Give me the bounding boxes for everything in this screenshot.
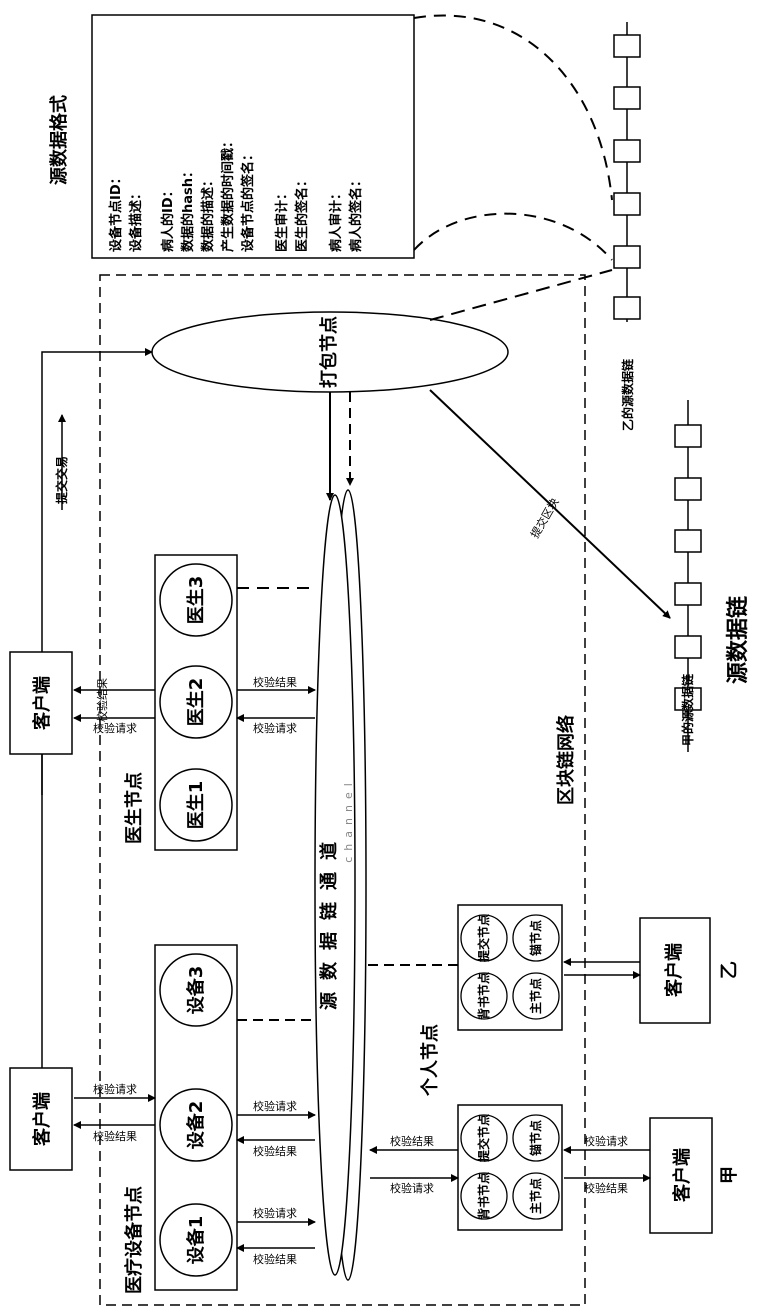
source-format-box: 源数据格式 设备节点ID： 设备描述： 病人的ID： 数据的hash： 数据的描… — [48, 15, 414, 258]
device-3-label: 设备3 — [185, 966, 207, 1015]
personal-group-yi: 提交节点 背书节点 锚节点 主节点 — [458, 905, 562, 1030]
personal-jia-result-label: 校验结果 — [390, 1134, 434, 1148]
format-line: 医生审计： — [274, 187, 290, 252]
device-1-label: 设备1 — [185, 1216, 207, 1265]
format-line: 病人审计： — [328, 187, 344, 252]
format-line: 设备描述： — [128, 187, 144, 252]
doctor-group-title: 医生节点 — [123, 772, 145, 844]
endorse-node-label: 背书节点 — [476, 1172, 491, 1220]
doctor-client-request-text: 校验请求 — [93, 721, 137, 735]
source-chain-title: 源数据链 — [725, 596, 751, 684]
doctor-channel-result-label: 校验结果 — [253, 675, 297, 689]
device-group-title: 医疗设备节点 — [123, 1186, 145, 1294]
device-client-request-label: 校验请求 — [93, 1082, 137, 1096]
format-line: 病人的ID： — [160, 184, 176, 252]
doctor-1-label: 医生1 — [185, 781, 207, 830]
format-link-curve — [414, 15, 612, 200]
format-line: 病人的签名： — [348, 174, 364, 252]
doctor-group: 医生节点 医生3 医生2 医生1 — [123, 555, 237, 850]
client-yi-owner: 乙 — [719, 961, 740, 979]
channel-sub: channel — [342, 777, 355, 863]
client-yi-label: 客户端 — [663, 943, 685, 997]
device1-channel-request-label: 校验请求 — [253, 1206, 297, 1220]
format-line: 设备节点的签名： — [240, 148, 256, 252]
client-jia-result-label: 校验结果 — [584, 1181, 628, 1195]
submit-node-label: 提交节点 — [476, 1114, 491, 1162]
main-node-label: 主节点 — [528, 978, 543, 1014]
format-line: 医生的签名： — [294, 174, 310, 252]
format-line: 数据的描述： — [200, 174, 216, 252]
client-jia[interactable]: 客户端 — [650, 1118, 712, 1233]
doctor-client-result-label: 校验结果 — [95, 678, 109, 722]
network-label: 区块链网络 — [555, 715, 577, 805]
format-line: 产生数据的时间戳： — [220, 135, 236, 252]
format-line: 设备节点ID： — [108, 171, 124, 252]
submit-block-label: 提交区块 — [527, 495, 561, 540]
device-client-result-label: 校验结果 — [93, 1129, 137, 1143]
chain-yi: 乙的源数据链 — [614, 22, 640, 431]
source-format-title: 源数据格式 — [48, 95, 70, 185]
client-device[interactable]: 客户端 — [10, 1068, 72, 1170]
format-link-curve — [414, 214, 612, 260]
personal-title: 个人节点 — [419, 1024, 441, 1097]
anchor-node-label: 锚节点 — [528, 920, 543, 956]
endorse-node-label: 背书节点 — [476, 972, 491, 1020]
submit-node-label: 提交节点 — [476, 914, 491, 962]
personal-group-jia: 提交节点 背书节点 锚节点 主节点 — [458, 1105, 562, 1230]
client-jia-owner: 甲 — [719, 1166, 740, 1184]
main-node-label: 主节点 — [528, 1178, 543, 1214]
submit-tx-label: 提交交易 — [54, 456, 69, 504]
chain-jia: 甲的源数据链 — [675, 400, 701, 752]
doctor-3-label: 医生3 — [185, 576, 207, 625]
doctor-channel-request-label: 校验请求 — [253, 721, 297, 735]
chain-yi-label: 乙的源数据链 — [620, 358, 635, 431]
personal-jia-request-label: 校验请求 — [390, 1181, 434, 1195]
doctor-2-label: 医生2 — [185, 678, 207, 727]
client-jia-request-label: 校验请求 — [584, 1134, 628, 1148]
device-group: 医疗设备节点 设备3 设备2 设备1 — [123, 945, 237, 1294]
packer-label: 打包节点 — [318, 316, 340, 388]
channel-label: 源数据链通道 — [318, 830, 340, 1010]
device1-channel-result-label: 校验结果 — [253, 1252, 297, 1266]
client-doctor-label: 客户端 — [31, 676, 53, 730]
chain-jia-label: 甲的源数据链 — [680, 673, 695, 746]
device2-channel-request-label: 校验请求 — [253, 1099, 297, 1113]
anchor-node-label: 锚节点 — [528, 1120, 543, 1156]
device-2-label: 设备2 — [185, 1101, 207, 1150]
client-device-label: 客户端 — [31, 1092, 53, 1146]
format-line: 数据的hash： — [180, 165, 196, 252]
client-doctor[interactable]: 客户端 — [10, 652, 72, 754]
device2-channel-result-label: 校验结果 — [253, 1144, 297, 1158]
client-yi[interactable]: 客户端 — [640, 918, 710, 1023]
client-jia-label: 客户端 — [671, 1148, 693, 1202]
